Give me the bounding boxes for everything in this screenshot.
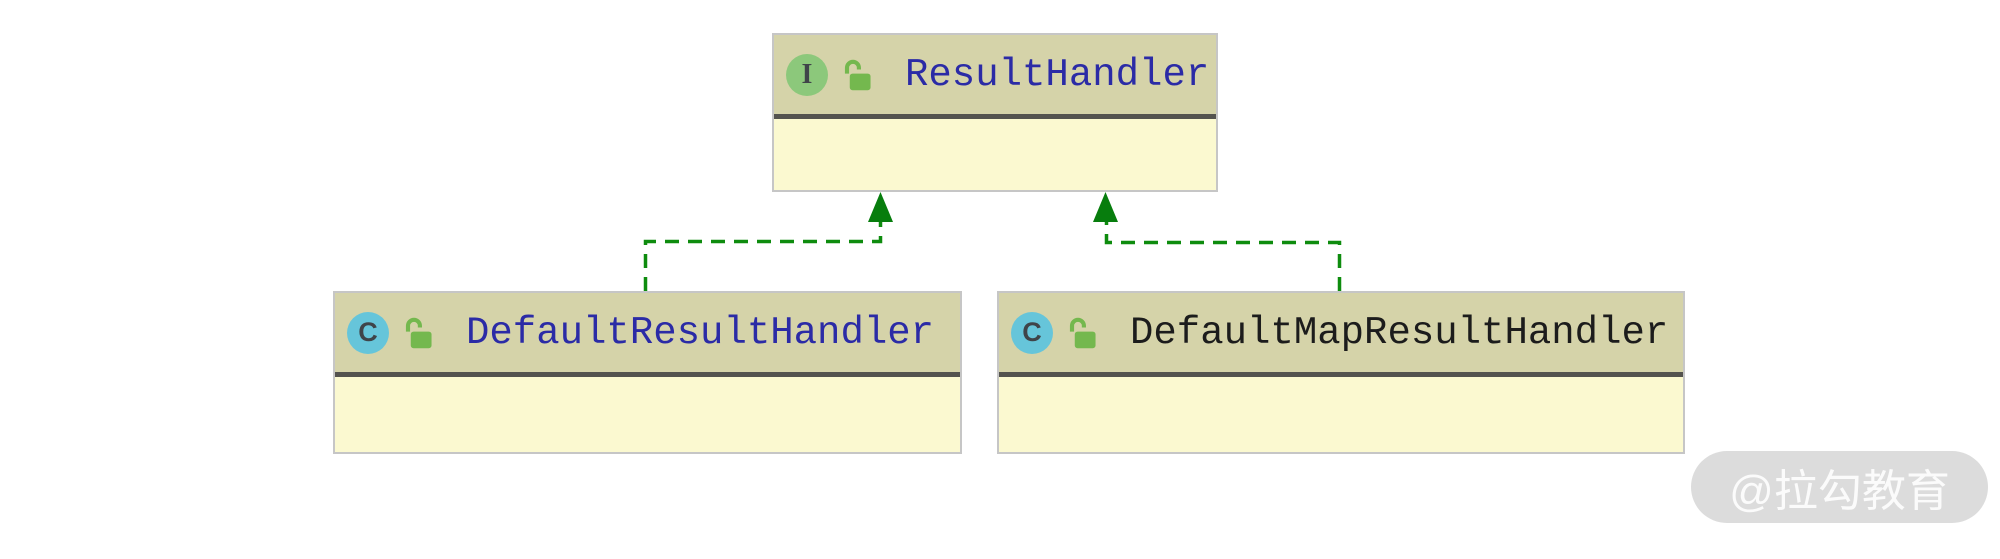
node-name: DefaultMapResultHandler xyxy=(1130,310,1669,355)
open-lock-icon xyxy=(844,59,871,90)
implements-arrowhead-left xyxy=(868,192,893,222)
node-separator xyxy=(774,114,1216,119)
implements-arrowhead-right xyxy=(1093,192,1118,222)
node-name: ResultHandler xyxy=(905,52,1210,97)
interface-icon: I xyxy=(786,53,828,96)
uml-node-defaultmapresulthandler[interactable]: C DefaultMapResultHandler xyxy=(997,291,1685,454)
watermark-text: @拉勾教育 xyxy=(1729,467,1950,516)
node-name: DefaultResultHandler xyxy=(466,310,935,355)
node-members-section xyxy=(774,119,1216,190)
open-lock-icon xyxy=(405,317,432,348)
node-separator xyxy=(999,372,1683,377)
node-header: I ResultHandler xyxy=(774,35,1216,114)
uml-node-defaultresulthandler[interactable]: C DefaultResultHandler xyxy=(333,291,962,454)
implements-edge-defaultresulthandler[interactable] xyxy=(643,221,883,291)
node-header: C DefaultResultHandler xyxy=(335,293,960,372)
node-separator xyxy=(335,372,960,377)
class-icon: C xyxy=(1011,311,1053,354)
open-lock-icon xyxy=(1069,317,1096,348)
class-icon: C xyxy=(347,311,389,354)
watermark-badge: @拉勾教育 xyxy=(1691,451,1988,523)
node-members-section xyxy=(335,377,960,452)
node-members-section xyxy=(999,377,1683,452)
implements-edge-defaultmapresulthandler[interactable] xyxy=(1104,221,1342,291)
uml-node-resulthandler[interactable]: I ResultHandler xyxy=(772,33,1218,192)
node-header: C DefaultMapResultHandler xyxy=(999,293,1683,372)
